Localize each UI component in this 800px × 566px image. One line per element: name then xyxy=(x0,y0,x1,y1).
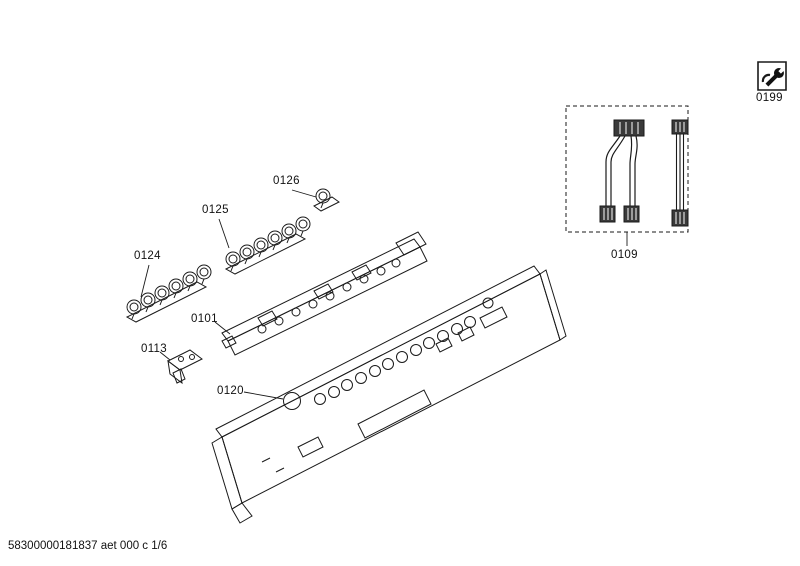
leader-0113 xyxy=(160,352,170,360)
leader-0120 xyxy=(244,392,283,399)
part-label-0109: 0109 xyxy=(611,249,638,261)
single-button-0126 xyxy=(314,189,339,211)
part-label-0125: 0125 xyxy=(202,204,229,216)
leader-0126 xyxy=(292,190,316,197)
leader-0125 xyxy=(219,219,229,248)
facia-panel-0120 xyxy=(212,266,566,523)
part-label-0120: 0120 xyxy=(217,385,244,397)
button-strip-0124 xyxy=(127,265,211,322)
control-module-0101 xyxy=(222,232,427,355)
part-label-0113: 0113 xyxy=(141,343,167,355)
bracket-0113 xyxy=(168,350,202,383)
button-strip-0125 xyxy=(226,217,310,274)
document-code: 58300000181837 aet 000 c 1/6 xyxy=(8,540,168,552)
leader-0124 xyxy=(141,265,149,297)
wiring-harness-0109 xyxy=(566,106,688,232)
part-label-0124: 0124 xyxy=(134,250,161,262)
part-label-0199: 0199 xyxy=(756,92,783,104)
leader-0101 xyxy=(215,322,230,334)
service-tool-icon xyxy=(758,62,787,90)
part-label-0126: 0126 xyxy=(273,175,300,187)
leader-lines xyxy=(141,190,627,399)
part-label-0101: 0101 xyxy=(191,313,218,325)
